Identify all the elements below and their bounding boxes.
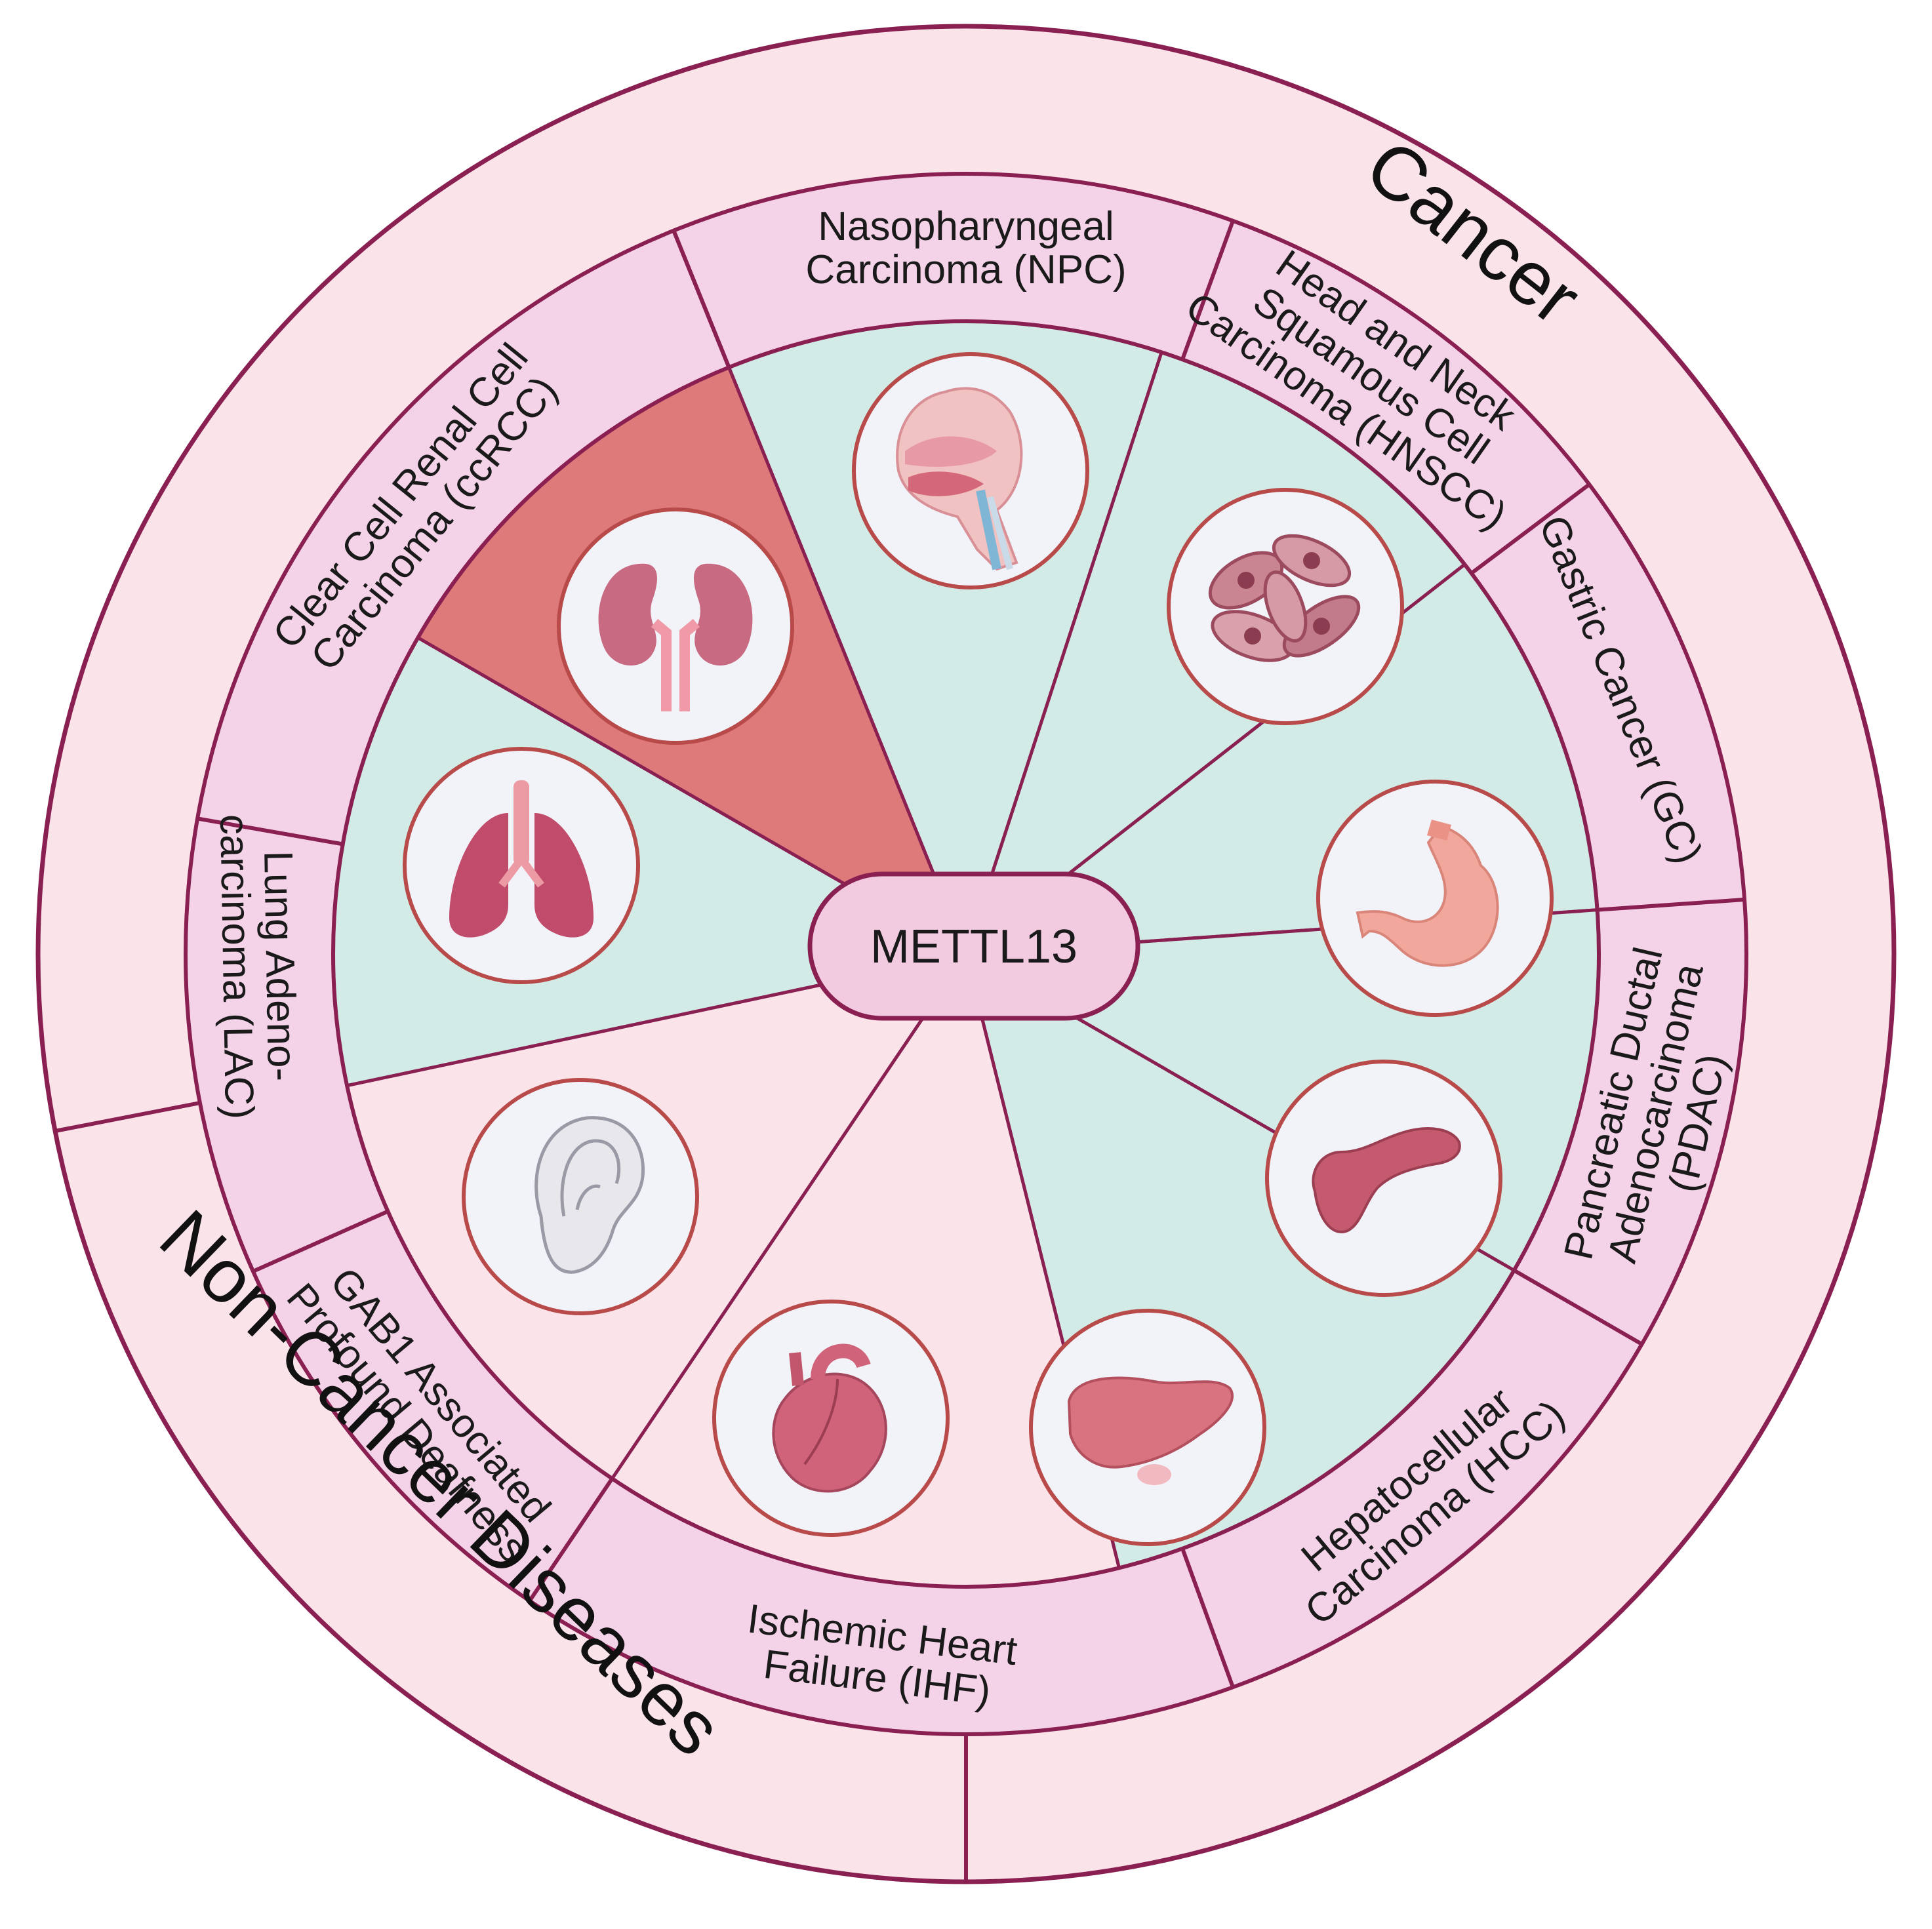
- label-ring-dividers: [197, 220, 1745, 1688]
- label-divider: [1597, 897, 1745, 912]
- center-label: METTL13: [870, 921, 1077, 973]
- disease-label-line: Carcinoma (NPC): [805, 247, 1126, 292]
- heart-icon: [712, 1300, 950, 1537]
- ear-icon: [462, 1078, 699, 1315]
- label-divider: [1180, 1547, 1235, 1688]
- disease-label-line: Lung Adeno-: [255, 850, 304, 1082]
- pancreas-icon: [1265, 1060, 1502, 1297]
- organ-icons: [403, 352, 1554, 1546]
- lungs-icon: [403, 747, 640, 984]
- disease-label-line: Nasopharyngeal: [818, 204, 1114, 249]
- outer-ring-dividers: [54, 1101, 968, 1882]
- label-divider: [672, 229, 731, 368]
- stomach-icon: [1316, 780, 1554, 1017]
- disease-label-line: carcinoma (LAC): [211, 814, 262, 1119]
- group-divider: [54, 1101, 201, 1133]
- squamous-cells-icon: [1167, 488, 1404, 725]
- inner-circle-outline: [331, 319, 1601, 1589]
- label-divider: [1180, 220, 1235, 361]
- center-node: METTL13: [807, 871, 1140, 1021]
- kidneys-icon: [557, 507, 794, 745]
- label-lac: Lung Adeno-carcinoma (LAC): [211, 814, 304, 1119]
- liver-icon: [1029, 1309, 1266, 1546]
- label-divider: [197, 816, 344, 846]
- label-divider: [252, 1209, 389, 1273]
- label-divider: [528, 1477, 614, 1602]
- label-divider: [1470, 483, 1591, 575]
- label-divider: [1513, 1268, 1643, 1346]
- nasopharynx-icon: [852, 352, 1089, 589]
